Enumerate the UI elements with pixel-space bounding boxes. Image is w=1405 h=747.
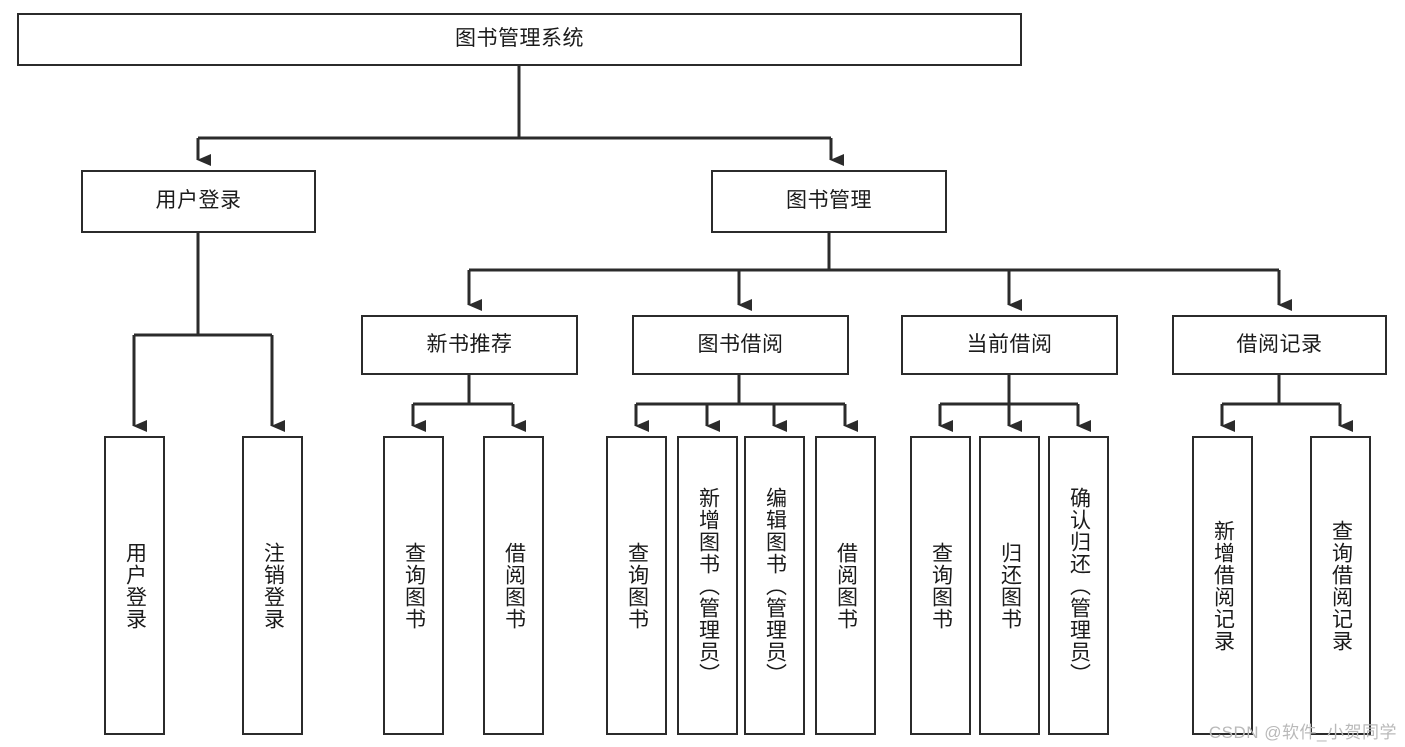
node-book-manage-label: 图书管理 bbox=[786, 189, 872, 213]
node-leaf-query-book-2[interactable]: 查询图书 bbox=[606, 436, 667, 735]
node-leaf-return-book-label: 归还图书 bbox=[998, 541, 1022, 630]
node-leaf-edit-book-label: 编辑图书（管理员） bbox=[763, 486, 787, 685]
node-leaf-borrow-book-2-label: 借阅图书 bbox=[834, 541, 858, 630]
node-leaf-query-book-1-label: 查询图书 bbox=[402, 541, 426, 630]
node-borrow-record-label: 借阅记录 bbox=[1236, 332, 1323, 356]
node-leaf-borrow-book-1-label: 借阅图书 bbox=[502, 541, 526, 630]
node-current-borrow-label: 当前借阅 bbox=[966, 332, 1053, 356]
node-root[interactable]: 图书管理系统 bbox=[17, 13, 1022, 66]
node-new-book-recommend[interactable]: 新书推荐 bbox=[361, 315, 578, 375]
node-leaf-logout-login[interactable]: 注销登录 bbox=[242, 436, 303, 735]
node-leaf-query-book-2-label: 查询图书 bbox=[625, 541, 649, 630]
node-leaf-add-record-label: 新增借阅记录 bbox=[1211, 519, 1235, 652]
node-user-login-label: 用户登录 bbox=[155, 189, 242, 213]
node-leaf-confirm-return-label: 确认归还（管理员） bbox=[1067, 486, 1091, 685]
node-leaf-borrow-book-1[interactable]: 借阅图书 bbox=[483, 436, 544, 735]
csdn-watermark: CSDN @软件_小贺同学 bbox=[1208, 723, 1397, 742]
node-leaf-query-book-1[interactable]: 查询图书 bbox=[383, 436, 444, 735]
node-borrow-record[interactable]: 借阅记录 bbox=[1172, 315, 1387, 375]
node-leaf-edit-book[interactable]: 编辑图书（管理员） bbox=[744, 436, 805, 735]
node-leaf-add-record[interactable]: 新增借阅记录 bbox=[1192, 436, 1253, 735]
node-book-manage[interactable]: 图书管理 bbox=[711, 170, 947, 233]
node-leaf-query-book-3[interactable]: 查询图书 bbox=[910, 436, 971, 735]
node-leaf-user-login-label: 用户登录 bbox=[123, 541, 147, 630]
node-root-label: 图书管理系统 bbox=[455, 27, 584, 51]
node-leaf-add-book[interactable]: 新增图书（管理员） bbox=[677, 436, 738, 735]
node-leaf-logout-login-label: 注销登录 bbox=[261, 541, 285, 630]
node-book-borrow-label: 图书借阅 bbox=[697, 332, 784, 356]
node-book-borrow[interactable]: 图书借阅 bbox=[632, 315, 849, 375]
node-leaf-confirm-return[interactable]: 确认归还（管理员） bbox=[1048, 436, 1109, 735]
node-leaf-user-login[interactable]: 用户登录 bbox=[104, 436, 165, 735]
node-user-login[interactable]: 用户登录 bbox=[81, 170, 316, 233]
node-new-book-recommend-label: 新书推荐 bbox=[426, 332, 513, 356]
node-current-borrow[interactable]: 当前借阅 bbox=[901, 315, 1118, 375]
node-leaf-return-book[interactable]: 归还图书 bbox=[979, 436, 1040, 735]
node-leaf-query-record-label: 查询借阅记录 bbox=[1329, 519, 1353, 652]
node-leaf-query-record[interactable]: 查询借阅记录 bbox=[1310, 436, 1371, 735]
node-leaf-add-book-label: 新增图书（管理员） bbox=[696, 486, 720, 685]
node-leaf-query-book-3-label: 查询图书 bbox=[929, 541, 953, 630]
node-leaf-borrow-book-2[interactable]: 借阅图书 bbox=[815, 436, 876, 735]
